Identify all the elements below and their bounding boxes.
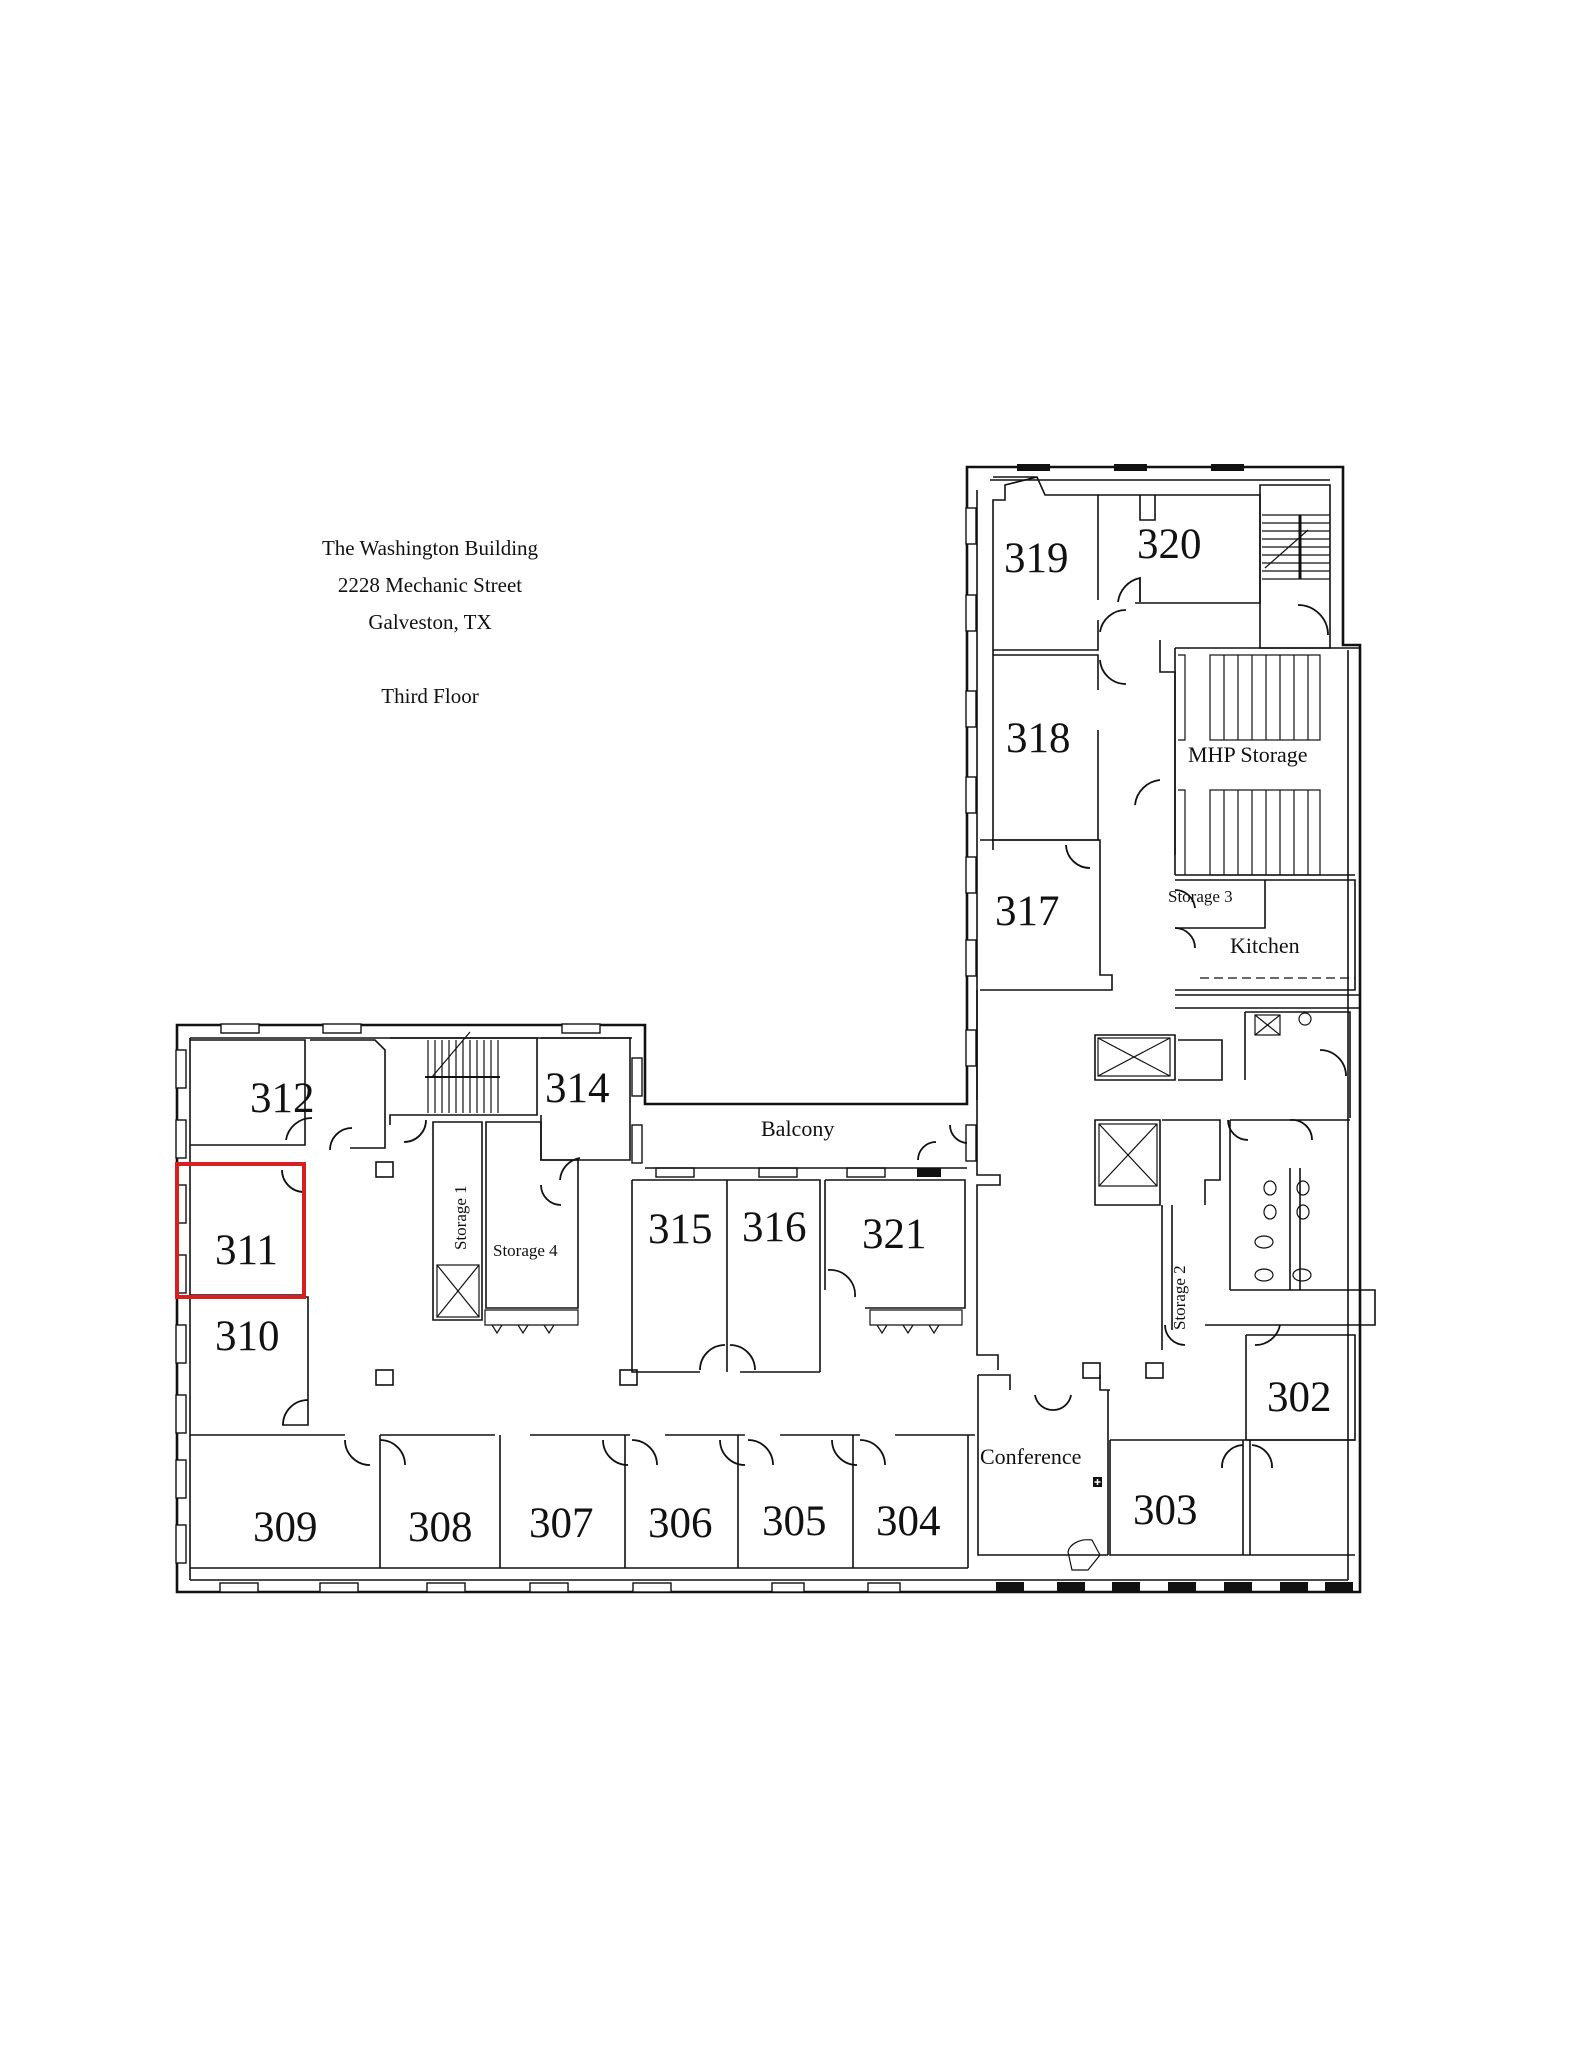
room-number: 307: [529, 1500, 594, 1547]
room-number: 305: [762, 1498, 827, 1545]
room-number: 308: [408, 1504, 473, 1551]
room-number: 319: [1004, 535, 1069, 582]
room-number: 302: [1267, 1374, 1332, 1421]
room-311[interactable]: 311: [175, 1162, 306, 1299]
room-316[interactable]: 316: [729, 1182, 818, 1370]
room-number: 314: [545, 1065, 610, 1112]
room-308[interactable]: 308: [382, 1437, 498, 1566]
room-309[interactable]: 309: [192, 1437, 378, 1566]
room-number: 309: [253, 1504, 318, 1551]
room-321[interactable]: 321: [827, 1182, 963, 1306]
room-name: Kitchen: [1230, 933, 1300, 958]
selected-room-highlight: [175, 1162, 306, 1299]
room-name: Storage 2: [1170, 1265, 1189, 1330]
room-305[interactable]: 305: [740, 1437, 851, 1566]
room-name: Storage 3: [1168, 887, 1233, 906]
door-swings: [281, 576, 1347, 1469]
first-aid-icon: [1093, 1477, 1102, 1487]
room-304[interactable]: 304: [855, 1437, 966, 1566]
room-number: 315: [648, 1206, 713, 1253]
room-number: 306: [648, 1500, 713, 1547]
storage-1[interactable]: Storage 1: [435, 1124, 480, 1264]
room-name: Balcony: [761, 1116, 834, 1141]
room-number: 320: [1137, 521, 1202, 568]
storage-4[interactable]: Storage 4: [488, 1162, 576, 1306]
conference-room[interactable]: Conference: [980, 1392, 1106, 1553]
radiator-bays: [484, 1309, 1101, 1571]
room-312[interactable]: 312: [192, 1042, 315, 1143]
storage-2[interactable]: Storage 2: [1164, 1207, 1189, 1330]
toilet-icon: [1254, 1012, 1312, 1282]
room-number: 312: [250, 1075, 315, 1122]
building-address: 2228 Mechanic Street: [337, 573, 523, 597]
room-number: 318: [1006, 715, 1071, 762]
room-320[interactable]: 320: [1100, 497, 1258, 601]
balcony[interactable]: Balcony: [647, 1106, 965, 1166]
room-314[interactable]: 314: [543, 1040, 628, 1158]
stairs-icon: [425, 514, 1330, 1113]
columns: [375, 1161, 1164, 1386]
building-city: Galveston, TX: [368, 610, 492, 634]
room-302[interactable]: 302: [1248, 1337, 1353, 1438]
room-number: 317: [995, 888, 1060, 935]
room-307[interactable]: 307: [502, 1437, 623, 1566]
room-number: 303: [1133, 1487, 1198, 1534]
room-318[interactable]: 318: [995, 657, 1095, 837]
plan-header: The Washington Building 2228 Mechanic St…: [250, 530, 610, 715]
mhp-storage[interactable]: MHP Storage: [1177, 650, 1357, 875]
room-306[interactable]: 306: [627, 1437, 736, 1566]
room-303[interactable]: 303: [1112, 1442, 1241, 1553]
room-315[interactable]: 315: [634, 1182, 725, 1370]
room-name: Storage 4: [493, 1241, 558, 1260]
room-number: 310: [215, 1313, 280, 1360]
room-number: 321: [862, 1211, 927, 1258]
room-317[interactable]: 317: [982, 842, 1098, 988]
room-number: 316: [742, 1204, 807, 1251]
floor-label: Third Floor: [381, 684, 479, 708]
building-name: The Washington Building: [321, 536, 539, 560]
kitchen[interactable]: Kitchen: [1230, 882, 1353, 977]
room-319[interactable]: 319: [995, 500, 1095, 648]
room-name: Storage 1: [451, 1185, 470, 1250]
storage-3[interactable]: Storage 3: [1168, 882, 1263, 926]
windows: [175, 464, 1353, 1593]
room-number: 304: [876, 1498, 941, 1545]
room-name: MHP Storage: [1188, 742, 1308, 767]
room-name: Conference: [980, 1444, 1081, 1469]
room-number: 311: [215, 1227, 278, 1274]
room-310[interactable]: 310: [192, 1299, 306, 1433]
elevator-icon: [436, 1014, 1281, 1318]
